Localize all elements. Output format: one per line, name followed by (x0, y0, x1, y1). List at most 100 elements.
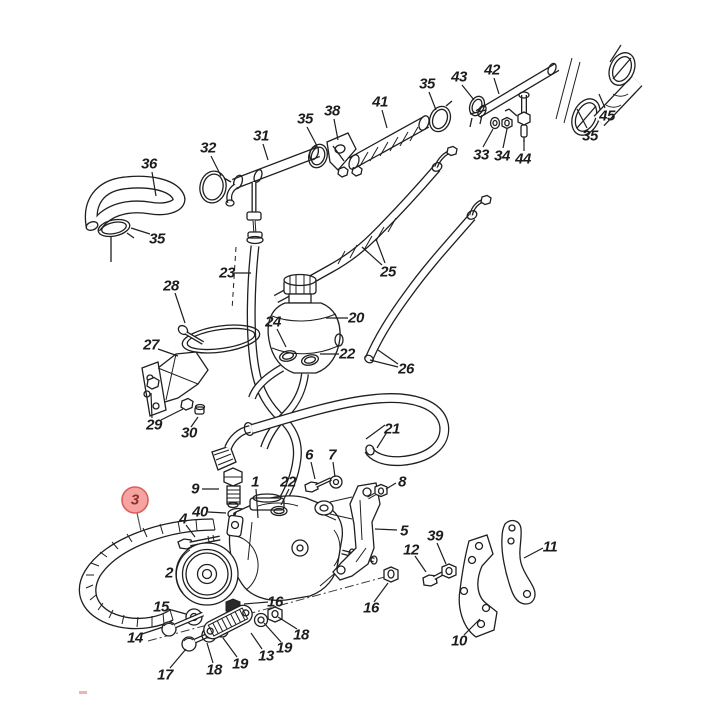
leader-line (262, 143, 269, 161)
clamp-24 (279, 350, 297, 362)
leader-line (482, 128, 494, 148)
hose-21-group (211, 393, 450, 471)
nut-16-right (383, 566, 399, 583)
part-number-6: 6 (305, 447, 314, 464)
leader-line (332, 461, 336, 478)
clamp-22-c (270, 505, 288, 517)
part-number-29: 29 (145, 417, 163, 434)
leader-line (361, 246, 383, 266)
bolt-8-head (374, 483, 388, 498)
leader-lines-layer (130, 44, 622, 669)
fitting-nut-26 (480, 194, 492, 206)
part-number-31: 31 (253, 128, 269, 145)
part-number-22: 22 (279, 474, 297, 491)
bolt-12-group (422, 563, 457, 587)
leader-line (169, 648, 187, 669)
leader-line (365, 424, 386, 440)
leader-line (369, 359, 399, 368)
pivot-axis-line (147, 574, 393, 642)
part-number-11: 11 (543, 539, 558, 556)
part-number-18: 18 (206, 662, 223, 679)
leader-line (463, 618, 481, 636)
leader-line (210, 155, 222, 177)
highlight-annotation-layer: 3 (79, 486, 149, 694)
part-number-15: 15 (153, 599, 170, 616)
washer-7 (329, 475, 343, 489)
leader-line (130, 227, 151, 235)
leader-line (502, 128, 508, 149)
leader-line (493, 77, 500, 95)
part-number-5: 5 (400, 523, 409, 540)
leader-line (157, 348, 179, 357)
clamp-35-b (428, 105, 452, 133)
nut-29-a (146, 376, 160, 390)
bolt-17-head (181, 636, 197, 652)
part-number-16: 16 (363, 600, 380, 617)
leader-line (222, 637, 238, 658)
part-number-40: 40 (191, 504, 209, 521)
leader-line (250, 632, 263, 650)
part-number-22: 22 (338, 346, 356, 363)
part-number-9: 9 (191, 481, 200, 498)
part-number-35: 35 (149, 231, 166, 248)
leader-line (174, 292, 186, 324)
leader-line (206, 642, 214, 664)
part-number-39: 39 (427, 528, 444, 545)
alignment-dash-line (231, 246, 237, 311)
part-number-25: 25 (379, 264, 397, 281)
part-number-4: 4 (178, 511, 188, 528)
leader-line (280, 488, 290, 506)
hose-26-group (364, 194, 492, 364)
bracket-27-group (141, 324, 261, 417)
leader-line (461, 84, 475, 101)
leader-line (523, 547, 544, 559)
leader-line (277, 616, 298, 630)
clamp-35-a (308, 143, 328, 169)
leader-line (190, 416, 199, 428)
bottom-hardware (161, 598, 283, 652)
nut-small-a (337, 166, 349, 178)
part-number-16: 16 (267, 594, 284, 611)
leader-line (167, 608, 187, 615)
pipe-31-group (199, 143, 328, 245)
part-number-36: 36 (141, 156, 158, 173)
part-number-23: 23 (218, 265, 236, 282)
leader-line (276, 328, 287, 348)
valve-44 (517, 111, 531, 126)
part-number-42: 42 (483, 62, 501, 79)
leader-line (376, 431, 388, 449)
leader-line (151, 171, 157, 197)
upper-hose-36 (84, 175, 186, 262)
leader-line (428, 91, 437, 111)
clamp-32 (199, 170, 227, 204)
leader-line (374, 528, 398, 531)
highlight-circle[interactable] (121, 486, 149, 514)
hose-41-group (348, 100, 453, 170)
leader-line (255, 488, 259, 519)
part-number-19: 19 (232, 656, 249, 673)
leader-line (375, 238, 386, 264)
part-number-38: 38 (324, 103, 341, 120)
nut-34 (501, 116, 513, 130)
reservoir-nub (334, 333, 344, 347)
highlight-leader-line (136, 512, 142, 532)
part-number-28: 28 (162, 278, 180, 295)
leader-line (414, 555, 427, 573)
part-number-17: 17 (157, 667, 174, 684)
leader-line (306, 126, 318, 147)
clamp-22-a (301, 354, 319, 366)
part-number-19: 19 (276, 640, 293, 657)
leader-line (385, 482, 397, 490)
part-number-34: 34 (494, 148, 511, 165)
clamp-43 (468, 95, 486, 117)
part-number-2: 2 (164, 565, 174, 582)
bracket-10-group (458, 534, 498, 638)
leader-line (310, 461, 316, 480)
bolt-6-group (304, 475, 388, 500)
bolt-12-head (422, 574, 438, 587)
part-number-18: 18 (293, 627, 310, 644)
part-number-45: 45 (598, 108, 616, 125)
